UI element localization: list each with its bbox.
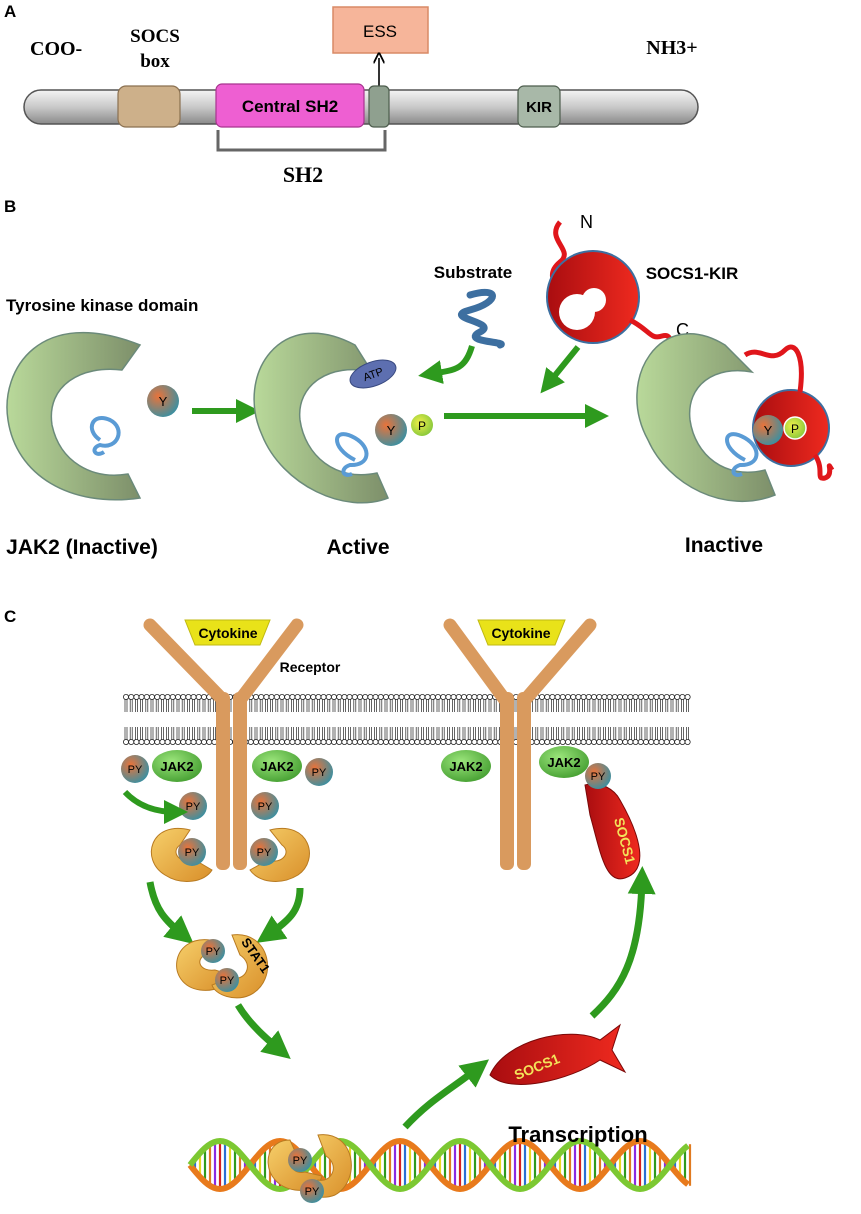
substrate-label: Substrate bbox=[434, 263, 512, 282]
cytokine-left: Cytokine bbox=[184, 619, 271, 646]
tyrosine-ball bbox=[753, 415, 783, 445]
stat1-dimer-on-dna: PY PY bbox=[267, 1134, 352, 1203]
socs1-binding-arrow bbox=[540, 345, 581, 394]
phosphorylation-arrow bbox=[122, 789, 188, 824]
py-label: PY bbox=[591, 771, 606, 783]
central-sh2-label: Central SH2 bbox=[242, 97, 338, 116]
socs1-kir-molecule bbox=[546, 220, 673, 353]
jak2-left-a: JAK2 bbox=[152, 750, 202, 782]
jak2-label: JAK2 bbox=[160, 759, 193, 774]
kir-label: KIR bbox=[526, 99, 552, 116]
tyrosine-ball bbox=[375, 414, 407, 446]
socs-box-label-line2: box bbox=[140, 51, 170, 72]
jak2-label: JAK2 bbox=[260, 759, 293, 774]
sh2-bracket bbox=[216, 130, 387, 152]
active-label: Active bbox=[326, 536, 389, 559]
activation-loop bbox=[725, 432, 759, 477]
socs1-protein-expressed: SOCS1 bbox=[489, 1023, 627, 1085]
ess-domain bbox=[368, 85, 390, 128]
stat1-dimer: PY PY STAT1 bbox=[176, 934, 273, 999]
substrate-arrow bbox=[418, 345, 475, 384]
substrate-molecule bbox=[458, 288, 505, 349]
receptor-right bbox=[443, 618, 597, 870]
py-label: PY bbox=[220, 975, 235, 987]
cytokine-label: Cytokine bbox=[491, 625, 550, 641]
n-terminus-label: N bbox=[580, 212, 593, 232]
stat-dimerization-arrow-left bbox=[146, 881, 194, 944]
receptor-label: Receptor bbox=[280, 659, 341, 675]
phosphate-label: P bbox=[791, 422, 799, 436]
kinase-domain-active: ATP Y P bbox=[253, 332, 433, 504]
ess-label: ESS bbox=[363, 22, 397, 41]
transcription-label: Transcription bbox=[508, 1122, 647, 1147]
kinase-domain-inactive: Y bbox=[6, 332, 179, 501]
py-label: PY bbox=[128, 764, 143, 776]
ess-box: ESS bbox=[332, 6, 429, 54]
py-ball: PY bbox=[121, 755, 149, 783]
expression-arrow bbox=[402, 1059, 490, 1130]
socs1-bound-jak2: SOCS1 PY bbox=[584, 763, 641, 880]
py-label: PY bbox=[257, 847, 272, 859]
stat-monomer-right: PY bbox=[249, 827, 310, 882]
tyrosine-label: Y bbox=[764, 423, 773, 438]
jak2-inactive-label: JAK2 (Inactive) bbox=[6, 536, 158, 559]
receptor-left bbox=[143, 618, 304, 870]
nuclear-translocation-arrow bbox=[234, 1003, 291, 1059]
py-ball: PY bbox=[251, 792, 279, 820]
py-label: PY bbox=[305, 1186, 320, 1198]
activation-loop bbox=[335, 432, 369, 477]
stat-monomer-left: PY bbox=[150, 827, 213, 882]
cytokine-right: Cytokine bbox=[477, 619, 566, 646]
dna-helix bbox=[187, 1137, 692, 1193]
feedback-arrow bbox=[589, 866, 656, 1019]
inactive-label: Inactive bbox=[685, 534, 763, 557]
socs-box-label-line1: SOCS bbox=[130, 26, 180, 47]
py-ball: PY bbox=[305, 758, 333, 786]
py-label: PY bbox=[258, 801, 273, 813]
jak2-label: JAK2 bbox=[547, 755, 580, 770]
kir-domain: KIR bbox=[517, 85, 561, 128]
py-label: PY bbox=[185, 847, 200, 859]
atp-molecule bbox=[349, 359, 397, 389]
panel-label-a: A bbox=[4, 2, 16, 21]
central-sh2-domain: Central SH2 bbox=[215, 83, 365, 128]
tyrosine-label: Y bbox=[159, 394, 168, 409]
jak2-right-b: JAK2 bbox=[539, 746, 589, 778]
jak2-right-a: JAK2 bbox=[441, 750, 491, 782]
sh2-label: SH2 bbox=[283, 162, 323, 187]
cell-membrane bbox=[123, 694, 691, 746]
kinase-domain-inhibited: Y P bbox=[636, 333, 835, 503]
phosphate-ball bbox=[411, 414, 433, 436]
tyrosine-label: Y bbox=[387, 423, 396, 438]
py-label: PY bbox=[312, 767, 327, 779]
activation-loop bbox=[89, 416, 121, 456]
socs-box-domain bbox=[117, 85, 181, 128]
cytokine-label: Cytokine bbox=[198, 625, 257, 641]
tyrosine-kinase-domain-label: Tyrosine kinase domain bbox=[6, 296, 198, 315]
py-label: PY bbox=[186, 801, 201, 813]
phosphate-label: P bbox=[418, 419, 426, 433]
stat-dimerization-arrow-right bbox=[256, 887, 304, 943]
panel-label-c: C bbox=[4, 607, 16, 626]
py-label: PY bbox=[293, 1155, 308, 1167]
nh3-terminus-label: NH3+ bbox=[646, 37, 697, 59]
panel-label-b: B bbox=[4, 197, 16, 216]
tyrosine-ball bbox=[147, 385, 179, 417]
phosphate-ball bbox=[783, 416, 807, 440]
py-label: PY bbox=[206, 946, 221, 958]
socs1-kir-label: SOCS1-KIR bbox=[646, 264, 739, 283]
coo-terminus-label: COO- bbox=[30, 38, 82, 60]
py-ball: PY bbox=[179, 792, 207, 820]
jak2-label: JAK2 bbox=[449, 759, 482, 774]
jak2-left-b: JAK2 bbox=[252, 750, 302, 782]
